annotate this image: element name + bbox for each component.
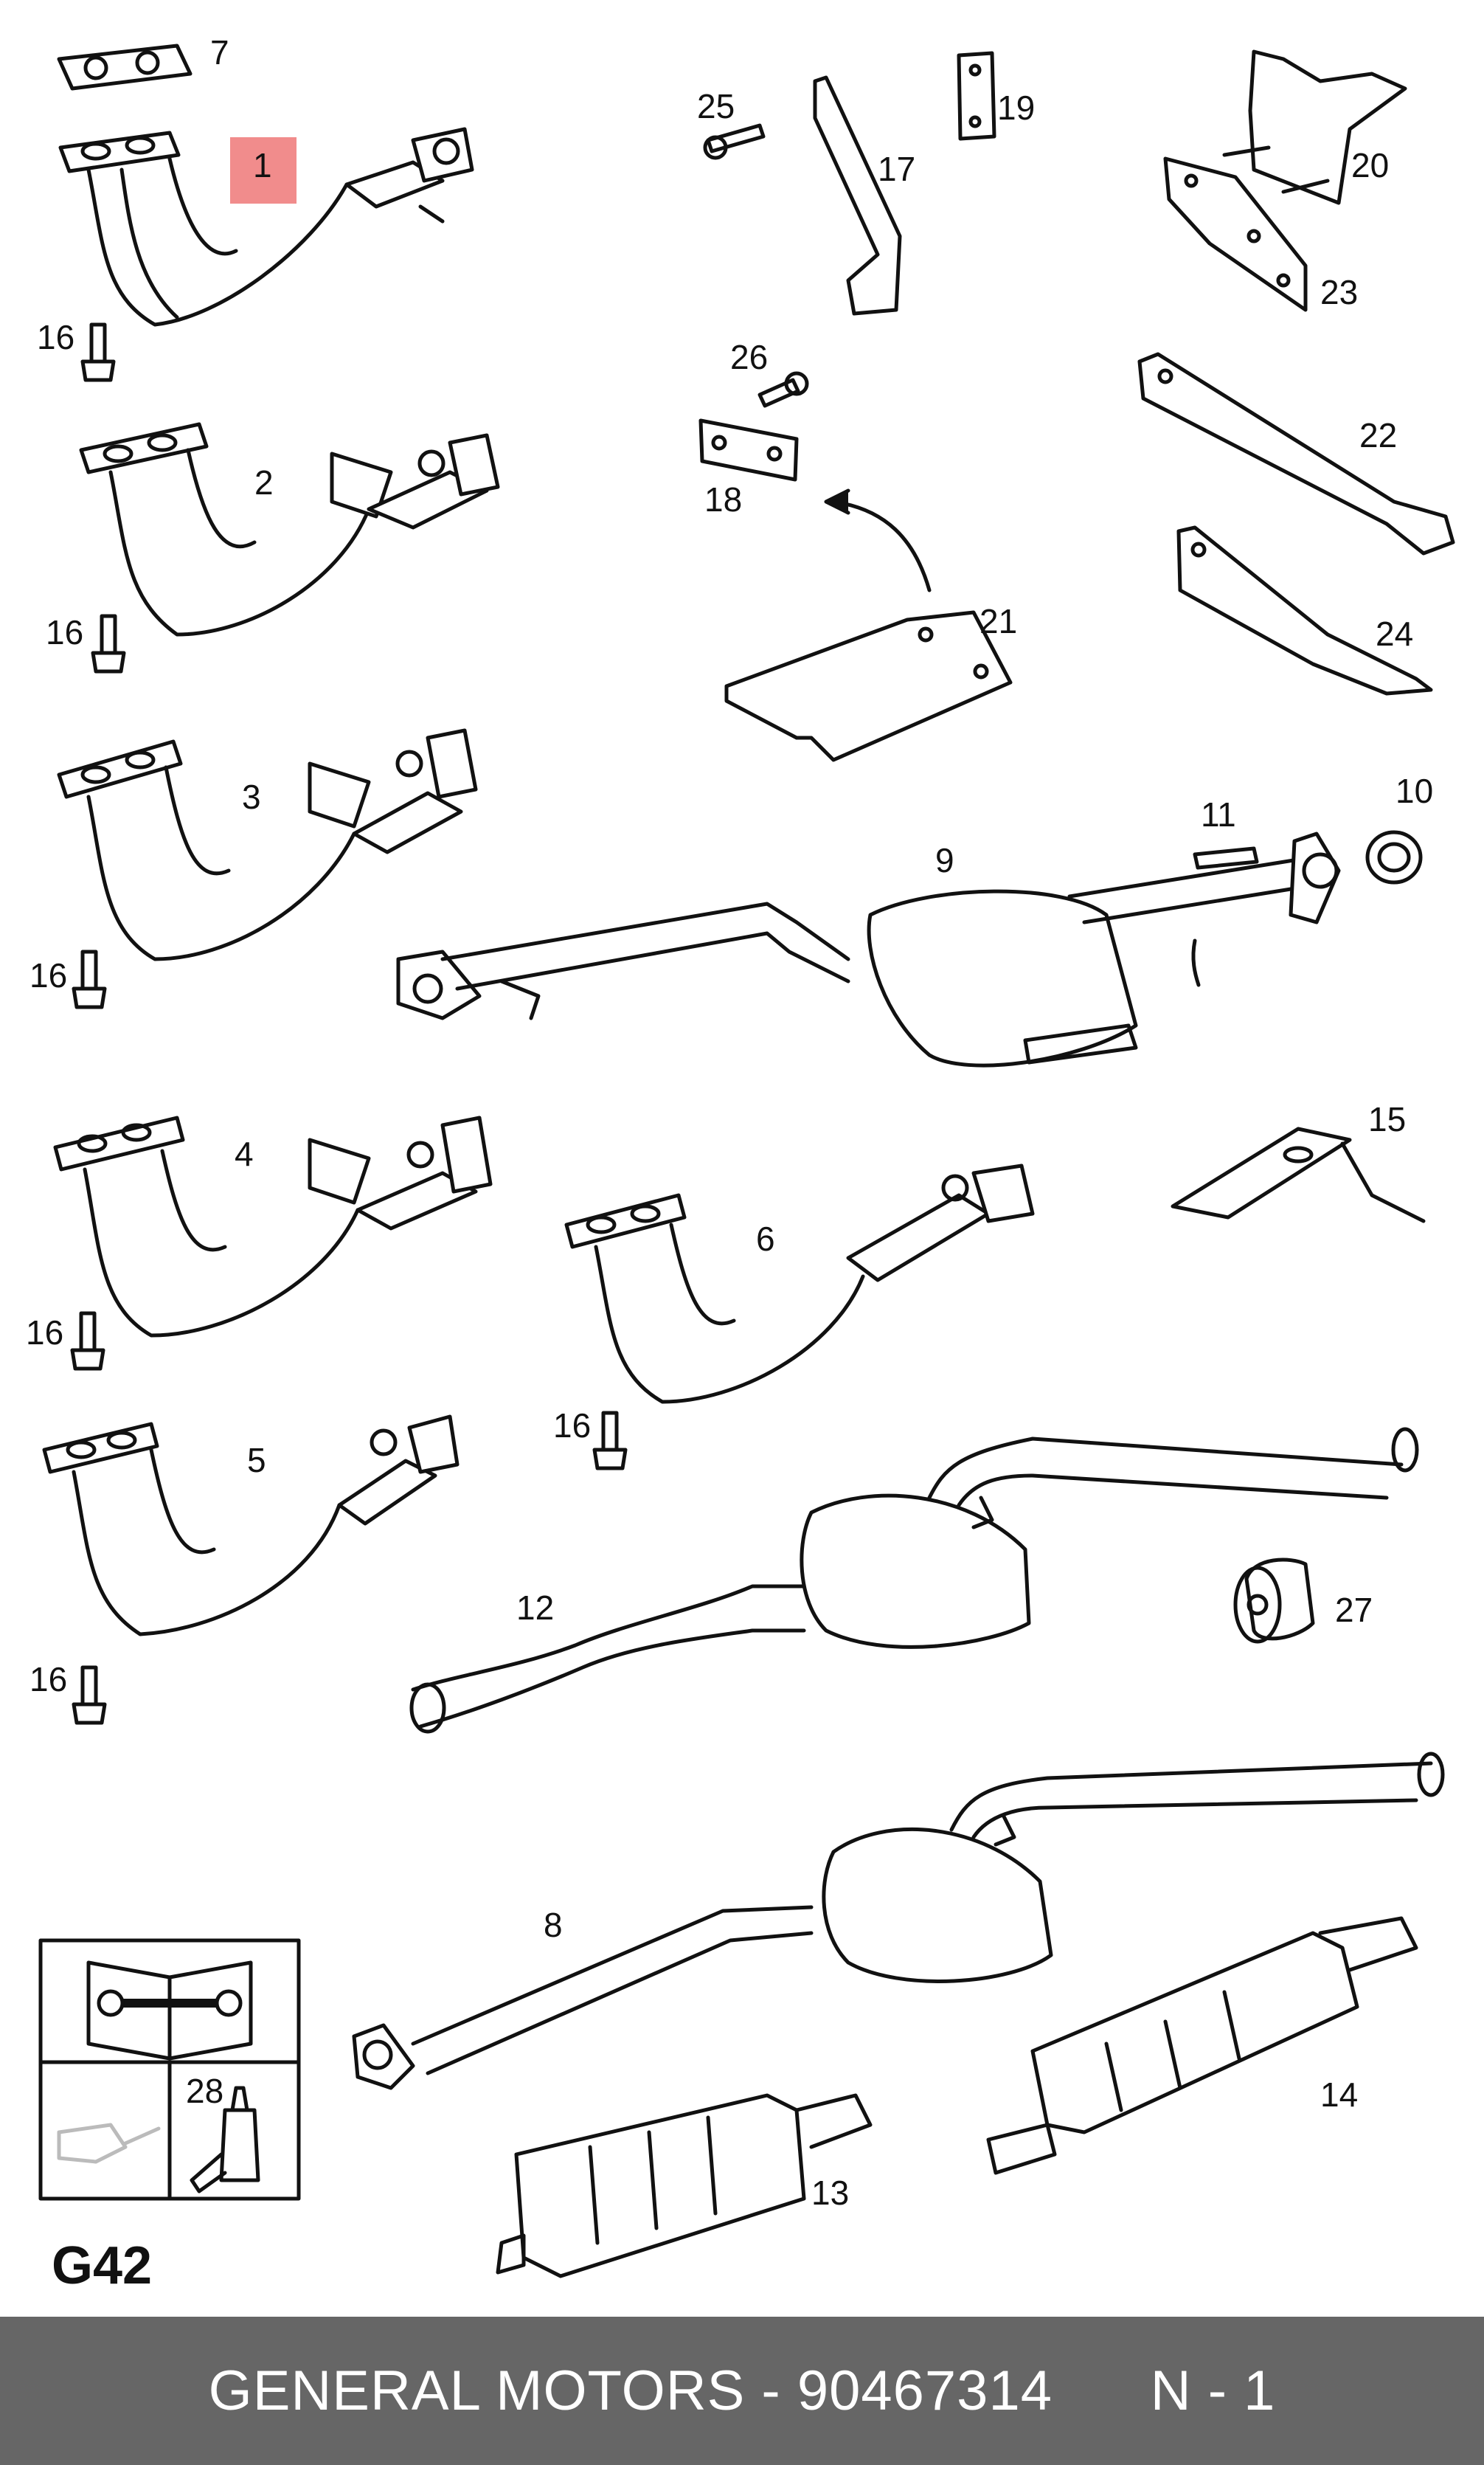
bolt-25-icon — [703, 123, 766, 160]
callout-4: 4 — [235, 1135, 254, 1173]
callout-17: 17 — [878, 150, 915, 188]
bracket-22-icon — [1137, 352, 1455, 556]
exhaust-parts-diagram: 7 1 16 2 16 3 16 4 16 5 16 6 16 25 17 19… — [26, 33, 1455, 2295]
callout-26: 26 — [730, 338, 768, 376]
callout-9: 9 — [935, 841, 954, 879]
clamp-plate-18-icon — [698, 418, 799, 482]
callout-21: 21 — [979, 602, 1017, 640]
bolt-16-icon — [70, 1311, 105, 1371]
bracket-24-icon — [1176, 525, 1433, 696]
callout-27: 27 — [1335, 1591, 1373, 1629]
bolt-16-icon — [91, 614, 126, 674]
callout-5: 5 — [247, 1441, 266, 1479]
callout-3: 3 — [242, 778, 261, 816]
front-pipe-1-icon — [58, 127, 474, 327]
seal-ring-10-icon — [1365, 830, 1423, 885]
callout-7: 7 — [210, 33, 229, 72]
highlight-box — [230, 137, 297, 204]
bolt-16-icon — [80, 322, 116, 382]
callout-12: 12 — [516, 1588, 554, 1627]
bolt-16-icon — [72, 1665, 107, 1725]
bolt-26-icon — [757, 371, 809, 408]
footer-brand: GENERAL MOTORS — [208, 2359, 746, 2422]
callout-11: 11 — [1201, 795, 1236, 834]
callout-16: 16 — [26, 1313, 63, 1352]
gasket-7-icon — [57, 44, 193, 91]
hanger-17-icon — [813, 75, 902, 316]
callout-1: 1 — [253, 146, 272, 184]
callout-16: 16 — [37, 318, 74, 356]
footer-caption: GENERAL MOTORS - 90467314 N - 1 — [209, 2359, 1276, 2423]
footer-quantity: N - 1 — [1150, 2359, 1276, 2422]
footer-bar: GENERAL MOTORS - 90467314 N - 1 — [0, 2317, 1484, 2465]
intermediate-pipe-9-icon — [396, 857, 1322, 1068]
footer-part-number: 90467314 — [797, 2359, 1053, 2422]
sealant-tube-icon — [190, 2086, 260, 2193]
callout-15: 15 — [1368, 1100, 1406, 1138]
rear-pipe-8-icon — [352, 1752, 1445, 2090]
callout-24: 24 — [1376, 615, 1413, 653]
muffler-14-icon — [986, 1916, 1418, 2175]
rear-pipe-12-icon — [409, 1427, 1419, 1734]
footer-separator: - — [745, 2359, 797, 2422]
muffler-13-icon — [496, 2093, 873, 2278]
plate-19-icon — [957, 51, 996, 141]
callout-16: 16 — [30, 1660, 67, 1698]
exhaust-diagram-svg: 7 1 16 2 16 3 16 4 16 5 16 6 16 25 17 19… — [26, 33, 1455, 2295]
callout-13: 13 — [811, 2174, 849, 2212]
callout-20: 20 — [1351, 146, 1389, 184]
oil-can-icon — [57, 2123, 161, 2164]
front-pipe-2-icon — [79, 422, 500, 637]
callout-14: 14 — [1320, 2075, 1358, 2114]
bolt-16-icon — [592, 1411, 628, 1470]
callout-6: 6 — [756, 1220, 775, 1258]
footer-gap — [1053, 2359, 1151, 2422]
manual-wrench-icon — [86, 1960, 253, 2061]
section-code: G42 — [52, 2236, 152, 2295]
arrow-icon — [824, 488, 932, 592]
front-pipe-4-icon — [53, 1116, 493, 1338]
callout-22: 22 — [1359, 416, 1397, 454]
plate-23-icon — [1163, 156, 1308, 312]
callout-18: 18 — [704, 480, 742, 519]
callout-16: 16 — [553, 1406, 591, 1445]
rubber-mount-27-icon — [1233, 1558, 1315, 1644]
callout-19: 19 — [997, 89, 1035, 127]
bolt-11-icon — [1193, 846, 1259, 870]
callout-2: 2 — [254, 463, 274, 502]
callout-16: 16 — [30, 956, 67, 995]
front-pipe-5-icon — [42, 1414, 460, 1636]
bolt-16-icon — [72, 950, 107, 1009]
heat-shield-21-icon — [724, 610, 1013, 762]
callout-25: 25 — [697, 87, 735, 125]
callout-28: 28 — [186, 2072, 223, 2110]
front-pipe-6-icon — [564, 1164, 1035, 1404]
callout-16: 16 — [46, 613, 83, 651]
flange-icon — [1289, 832, 1341, 924]
front-pipe-3-icon — [57, 728, 478, 961]
bracket-20-icon — [1222, 49, 1407, 205]
callout-10: 10 — [1395, 772, 1433, 810]
callout-8: 8 — [544, 1906, 563, 1944]
callout-23: 23 — [1320, 273, 1358, 311]
bracket-15-icon — [1171, 1127, 1426, 1223]
